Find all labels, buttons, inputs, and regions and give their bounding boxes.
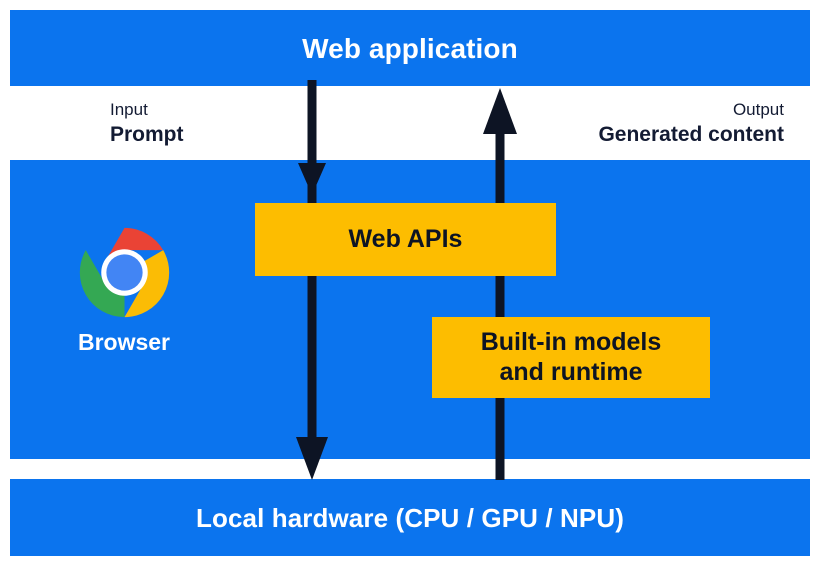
browser-label: Browser [77, 329, 171, 355]
arrow-up-icon [483, 88, 517, 480]
builtin-models-box-label-line-2: and runtime [499, 357, 643, 386]
arrow-down-icon [296, 80, 328, 480]
input-flow-caption: Input Prompt [110, 99, 184, 148]
web-apis-box[interactable]: Web APIs [255, 203, 556, 276]
output-flow-caption: Output Generated content [598, 99, 784, 148]
web-apis-box-label: Web APIs [348, 224, 463, 253]
input-flow-kind-label: Input [110, 100, 148, 119]
builtin-models-box-label-line-1: Built-in models [480, 328, 662, 356]
builtin-models-box[interactable]: Built-in models and runtime [432, 317, 710, 398]
browser-identity-group: Browser [44, 226, 204, 371]
layer-web-application: Web application [10, 10, 810, 86]
builtin-models-box-label: Built-in models and runtime [481, 328, 662, 387]
output-flow-value-label: Generated content [598, 122, 784, 146]
output-flow-kind-label: Output [732, 100, 784, 119]
chrome-logo-icon [79, 227, 170, 318]
layer-web-application-label: Web application [302, 33, 518, 64]
input-flow-value-label: Prompt [110, 122, 184, 146]
layer-local-hardware-label: Local hardware (CPU / GPU / NPU) [196, 503, 624, 533]
layer-local-hardware: Local hardware (CPU / GPU / NPU) [10, 479, 810, 556]
